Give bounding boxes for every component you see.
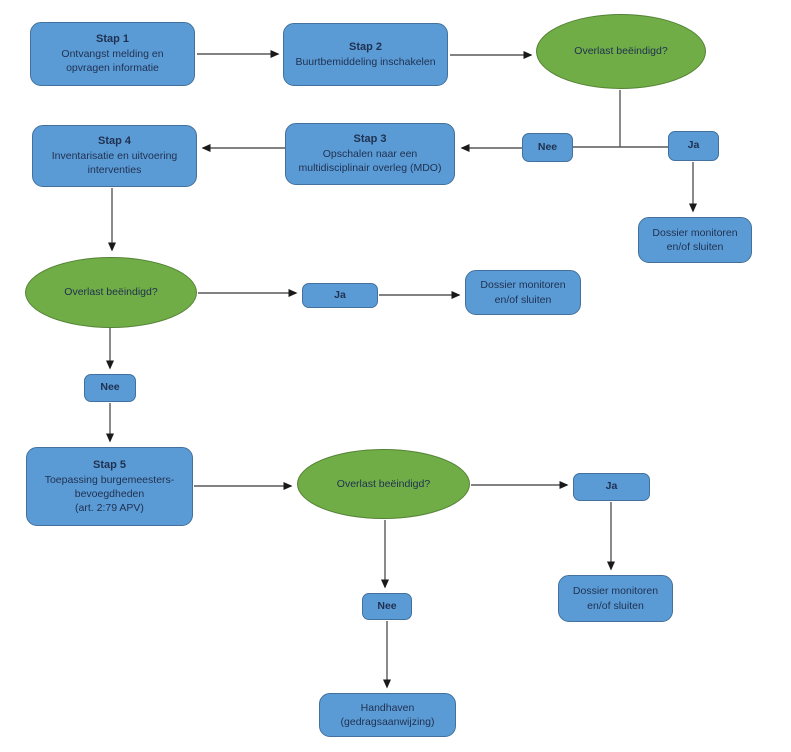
node-nee1: Nee — [522, 133, 573, 162]
node-nee3: Nee — [362, 593, 412, 620]
node-nee3-label: Nee — [377, 599, 397, 612]
node-stap1-body: Ontvangst melding en opvragen informatie — [61, 48, 164, 75]
node-dossier1: Dossier monitoren en/of sluiten — [638, 217, 752, 263]
node-dossier2-label: Dossier monitoren en/of sluiten — [480, 279, 566, 306]
node-dossier3: Dossier monitoren en/of sluiten — [558, 575, 673, 622]
node-stap2-body: Buurtbemiddeling inschakelen — [295, 55, 436, 68]
node-handhaven: Handhaven (gedragsaanwijzing) — [319, 693, 456, 737]
node-nee1-label: Nee — [537, 140, 558, 153]
node-stap5-title: Stap 5 — [92, 458, 126, 471]
node-ja1: Ja — [668, 131, 719, 161]
node-ja2: Ja — [302, 283, 378, 308]
node-stap5-body: Toepassing burgemeesters- bevoegdheden (… — [44, 473, 175, 514]
node-ja2-label: Ja — [334, 288, 346, 301]
node-decision2: Overlast beëindigd? — [25, 257, 197, 328]
node-dossier1-label: Dossier monitoren en/of sluiten — [652, 226, 738, 253]
node-stap4: Stap 4 Inventarisatie en uitvoering inte… — [32, 125, 197, 187]
node-stap1: Stap 1 Ontvangst melding en opvragen inf… — [30, 22, 195, 86]
node-decision3-label: Overlast beëindigd? — [336, 477, 431, 490]
node-dossier3-label: Dossier monitoren en/of sluiten — [572, 585, 659, 612]
node-decision1-label: Overlast beëindigd? — [574, 45, 668, 58]
node-nee2: Nee — [84, 374, 136, 402]
node-stap2-title: Stap 2 — [348, 40, 382, 53]
node-decision2-label: Overlast beëindigd? — [64, 286, 158, 299]
node-decision1: Overlast beëindigd? — [536, 14, 706, 89]
node-stap5: Stap 5 Toepassing burgemeesters- bevoegd… — [26, 447, 193, 526]
node-handhaven-label: Handhaven (gedragsaanwijzing) — [340, 701, 435, 728]
node-stap1-title: Stap 1 — [95, 33, 129, 46]
node-stap4-title: Stap 4 — [97, 135, 131, 148]
node-ja1-label: Ja — [687, 139, 700, 152]
node-stap3: Stap 3 Opschalen naar een multidisciplin… — [285, 123, 455, 185]
node-ja3: Ja — [573, 473, 650, 501]
node-stap4-body: Inventarisatie en uitvoering interventie… — [51, 150, 178, 177]
node-stap2: Stap 2 Buurtbemiddeling inschakelen — [283, 23, 448, 86]
node-stap3-body: Opschalen naar een multidisciplinair ove… — [298, 148, 442, 175]
node-decision3: Overlast beëindigd? — [297, 449, 470, 519]
node-stap3-title: Stap 3 — [353, 133, 387, 146]
node-nee2-label: Nee — [100, 381, 120, 394]
node-ja3-label: Ja — [605, 480, 618, 493]
node-dossier2: Dossier monitoren en/of sluiten — [465, 270, 581, 315]
